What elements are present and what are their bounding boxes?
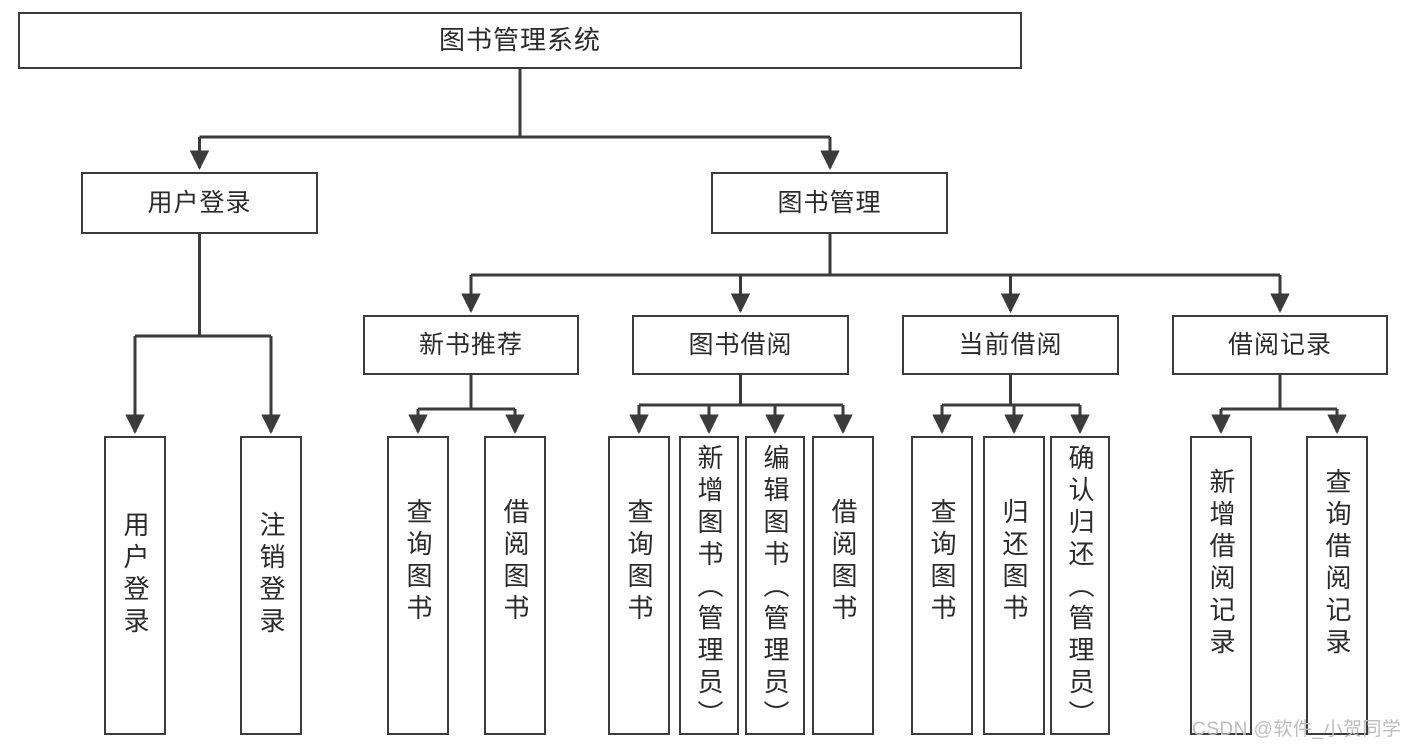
leaf-add-book-label: 新增图书（管理员） [694, 444, 724, 732]
leaf-borrow-book-2-label: 借阅图书 [828, 498, 858, 626]
leaf-query-book-1-label: 查询图书 [403, 498, 433, 626]
node-borrow-record-label: 借阅记录 [1227, 330, 1332, 359]
leaf-edit-book[interactable]: 编辑图书（管理员） [745, 436, 805, 735]
leaf-edit-book-label: 编辑图书（管理员） [760, 444, 790, 732]
leaf-borrow-book-1[interactable]: 借阅图书 [484, 436, 546, 735]
node-user-login-label: 用户登录 [147, 188, 252, 217]
leaf-query-book-3-label: 查询图书 [927, 498, 957, 626]
leaf-query-book-3[interactable]: 查询图书 [911, 436, 973, 735]
leaf-query-book-1[interactable]: 查询图书 [387, 436, 449, 735]
node-book-management[interactable]: 图书管理 [711, 172, 948, 234]
node-root[interactable]: 图书管理系统 [18, 12, 1022, 69]
leaf-confirm-return-label: 确认归还（管理员） [1065, 444, 1095, 732]
leaf-add-record[interactable]: 新增借阅记录 [1190, 436, 1252, 735]
leaf-query-book-2[interactable]: 查询图书 [608, 436, 670, 735]
leaf-query-record[interactable]: 查询借阅记录 [1306, 436, 1368, 735]
leaf-user-login[interactable]: 用户登录 [104, 436, 166, 735]
leaf-return-book[interactable]: 归还图书 [983, 436, 1045, 735]
csdn-watermark: CSDN @软件_小贺同学 [1192, 719, 1402, 740]
leaf-borrow-book-2[interactable]: 借阅图书 [812, 436, 874, 735]
leaf-user-login-label: 用户登录 [120, 511, 150, 639]
node-current-borrow-label: 当前借阅 [958, 330, 1063, 359]
node-book-borrow-label: 图书借阅 [688, 330, 793, 359]
leaf-return-book-label: 归还图书 [999, 498, 1029, 626]
leaf-add-book[interactable]: 新增图书（管理员） [679, 436, 739, 735]
node-current-borrow[interactable]: 当前借阅 [902, 315, 1119, 375]
leaf-query-record-label: 查询借阅记录 [1322, 468, 1352, 660]
node-root-label: 图书管理系统 [438, 24, 601, 55]
node-new-book-recommend[interactable]: 新书推荐 [363, 315, 579, 375]
leaf-logout-label: 注销登录 [256, 511, 286, 639]
leaf-borrow-book-1-label: 借阅图书 [500, 498, 530, 626]
node-book-borrow[interactable]: 图书借阅 [632, 315, 849, 375]
leaf-logout[interactable]: 注销登录 [240, 436, 302, 735]
node-new-book-recommend-label: 新书推荐 [418, 330, 523, 359]
node-book-management-label: 图书管理 [777, 188, 882, 217]
leaf-query-book-2-label: 查询图书 [624, 498, 654, 626]
leaf-confirm-return[interactable]: 确认归还（管理员） [1050, 436, 1110, 735]
node-user-login[interactable]: 用户登录 [81, 172, 318, 234]
leaf-add-record-label: 新增借阅记录 [1206, 468, 1236, 660]
node-borrow-record[interactable]: 借阅记录 [1172, 315, 1388, 375]
